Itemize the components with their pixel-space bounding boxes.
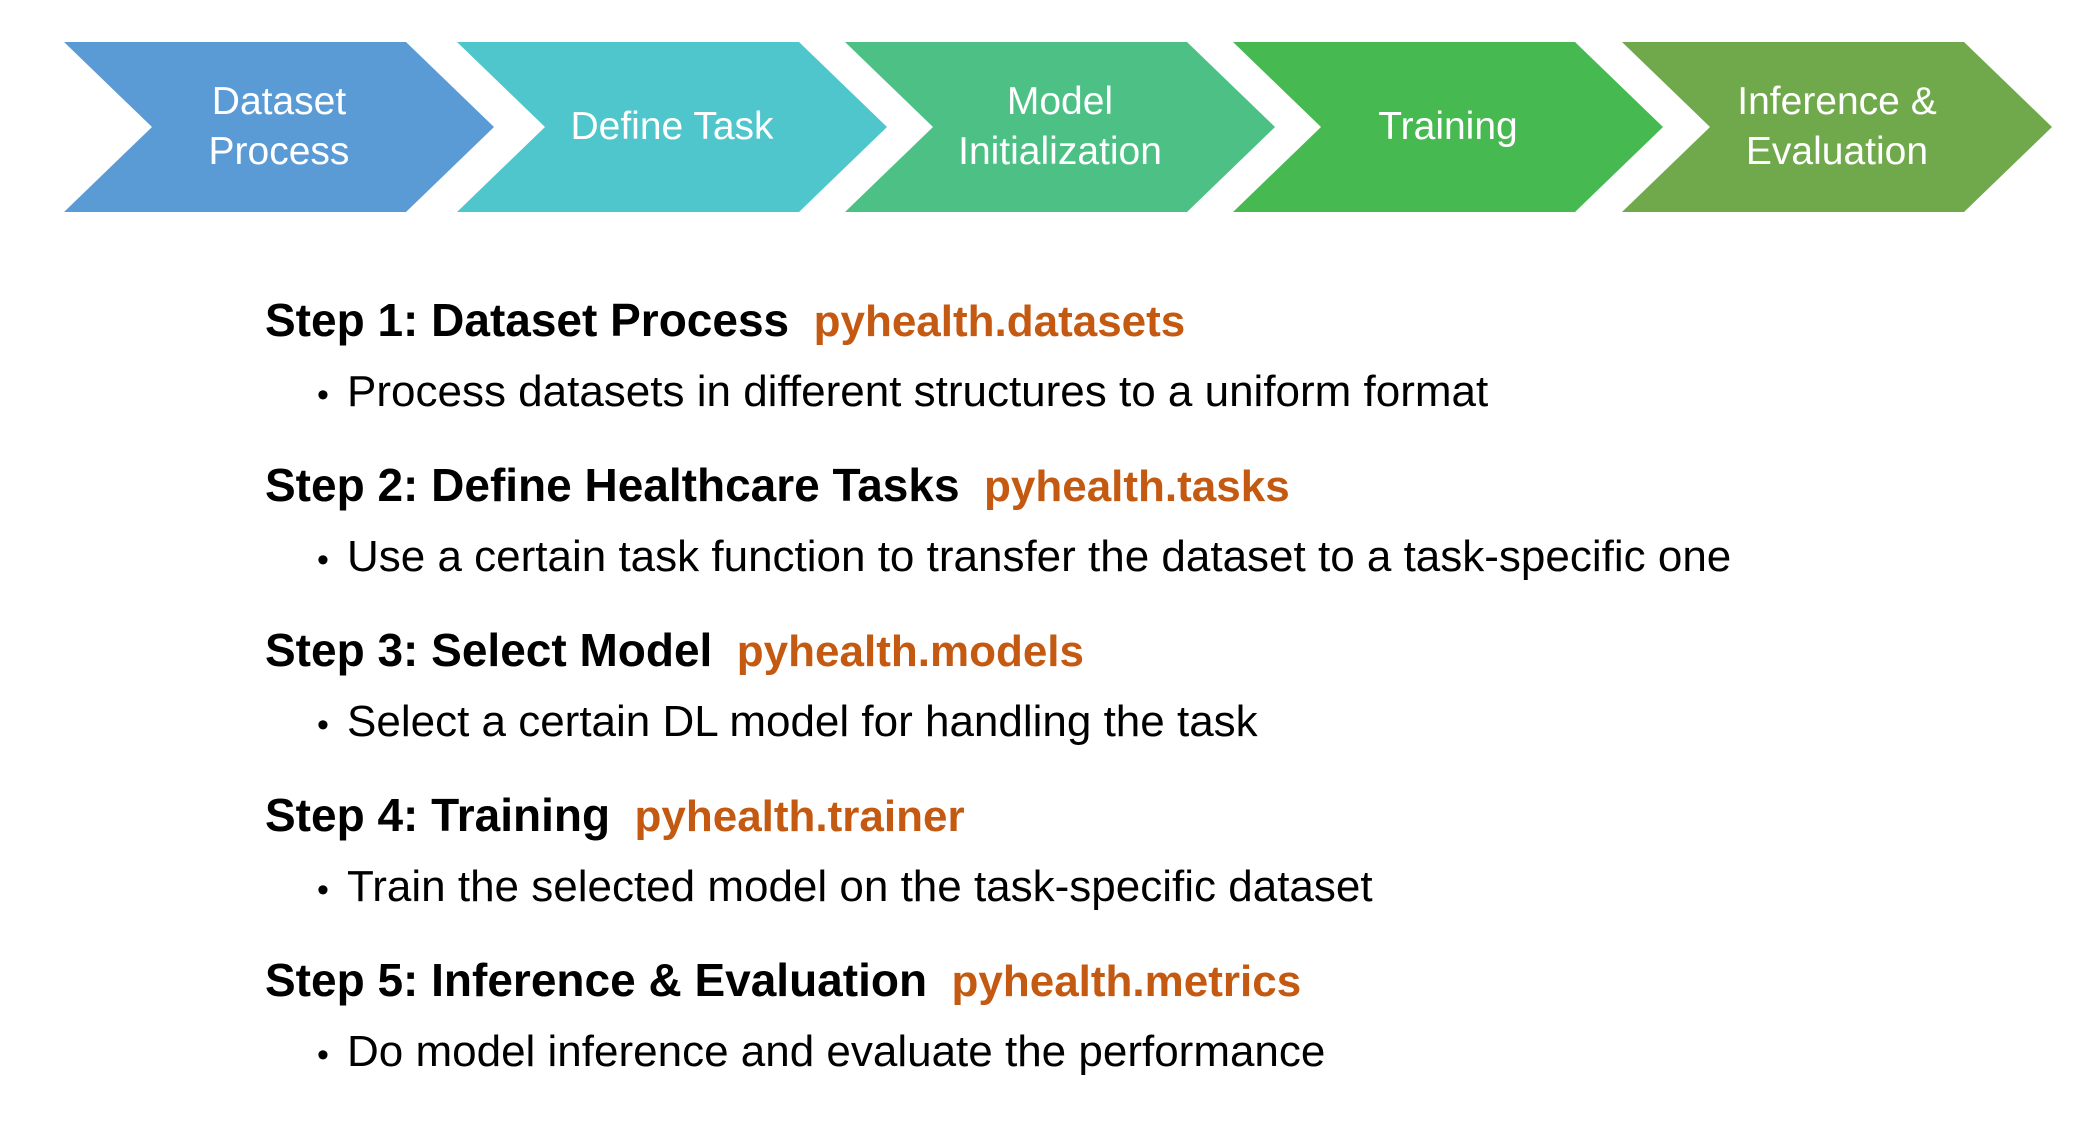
step-bullet-text: Select a certain DL model for handling t…	[347, 697, 1258, 746]
stage-label-line: Dataset	[211, 80, 347, 123]
step-heading: Step 1: Dataset Process pyhealth.dataset…	[265, 292, 1965, 360]
step-block-3: Step 3: Select Model pyhealth.models Sel…	[265, 622, 1965, 758]
stage-label-line: Process	[208, 130, 350, 173]
step-bullet: Use a certain task function to transfer …	[265, 531, 1965, 593]
step-module-name: pyhealth.datasets	[813, 297, 1186, 346]
pipeline-stage-dataset-process: Dataset Process	[64, 42, 494, 212]
step-bullet-text: Do model inference and evaluate the perf…	[347, 1027, 1326, 1076]
step-bullet-text: Train the selected model on the task-spe…	[347, 862, 1373, 911]
step-block-5: Step 5: Inference & Evaluation pyhealth.…	[265, 952, 1965, 1088]
stage-label-line: Inference &	[1737, 80, 1937, 123]
stage-label-line: Initialization	[958, 130, 1162, 173]
step-heading: Step 3: Select Model pyhealth.models	[265, 622, 1965, 690]
step-bullet-text: Use a certain task function to transfer …	[347, 532, 1732, 581]
stage-label-line: Evaluation	[1745, 130, 1929, 173]
stage-label-line: Training	[1378, 105, 1518, 148]
bullet-dot	[317, 1029, 347, 1088]
step-block-2: Step 2: Define Healthcare Tasks pyhealth…	[265, 457, 1965, 593]
step-title: Step 3: Select Model	[265, 624, 713, 676]
bullet-dot	[317, 369, 347, 428]
step-bullet: Select a certain DL model for handling t…	[265, 696, 1965, 758]
step-heading: Step 2: Define Healthcare Tasks pyhealth…	[265, 457, 1965, 525]
bullet-dot	[317, 864, 347, 923]
pipeline-stage-define-task: Define Task	[457, 42, 887, 212]
step-module-name: pyhealth.trainer	[634, 792, 965, 841]
stage-label-line: Model	[1006, 80, 1114, 123]
pipeline-stage-training: Training	[1233, 42, 1663, 212]
step-bullet: Do model inference and evaluate the perf…	[265, 1026, 1965, 1088]
step-title: Step 2: Define Healthcare Tasks	[265, 459, 960, 511]
step-block-4: Step 4: Training pyhealth.trainer Train …	[265, 787, 1965, 923]
stage-label-line: Define Task	[570, 105, 774, 148]
step-block-1: Step 1: Dataset Process pyhealth.dataset…	[265, 292, 1965, 428]
pipeline-band: Dataset Process Define Task Model Initia…	[0, 0, 2100, 230]
step-title: Step 1: Dataset Process	[265, 294, 790, 346]
bullet-dot	[317, 534, 347, 593]
step-module-name: pyhealth.metrics	[951, 957, 1302, 1006]
step-module-name: pyhealth.models	[736, 627, 1084, 676]
step-title: Step 5: Inference & Evaluation	[265, 954, 928, 1006]
step-bullet: Train the selected model on the task-spe…	[265, 861, 1965, 923]
bullet-dot	[317, 699, 347, 758]
step-heading: Step 5: Inference & Evaluation pyhealth.…	[265, 952, 1965, 1020]
pipeline-stage-inference-evaluation: Inference & Evaluation	[1622, 42, 2052, 212]
step-bullet-text: Process datasets in different structures…	[347, 367, 1489, 416]
step-title: Step 4: Training	[265, 789, 611, 841]
step-heading: Step 4: Training pyhealth.trainer	[265, 787, 1965, 855]
pipeline-stage-model-initialization: Model Initialization	[845, 42, 1275, 212]
step-module-name: pyhealth.tasks	[984, 462, 1290, 511]
step-bullet: Process datasets in different structures…	[265, 366, 1965, 428]
